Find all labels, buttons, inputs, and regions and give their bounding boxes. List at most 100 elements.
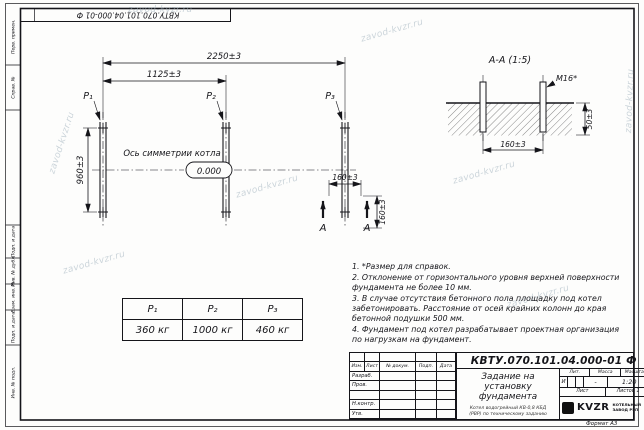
tb-col-izm: Изм.	[350, 362, 365, 372]
note-2: 2. Отклонение от горизонтального уровня …	[352, 272, 620, 292]
lit-value: И	[560, 377, 568, 388]
tb-cell	[416, 381, 437, 391]
tb-cell	[416, 371, 437, 382]
mass-header: Масса	[590, 369, 621, 377]
dim-spacing-label: 160±3	[500, 140, 526, 149]
section-view	[446, 75, 590, 154]
sheets-cell: Листов 1	[605, 388, 644, 397]
plan-view	[83, 57, 382, 229]
note-4: 4. Фундамент под котел разрабатывает про…	[352, 324, 620, 344]
dim-height-label: 960±3	[76, 156, 86, 185]
sheets-value: 1	[636, 389, 640, 395]
note-1: 1. *Размер для справок.	[352, 262, 451, 271]
tb-cell	[416, 390, 437, 401]
load-p3-label: Р₃	[325, 91, 335, 102]
stamp-doc-number: КВТУ.070.101.04.000-01 Ф	[76, 10, 179, 19]
tb-cell	[416, 400, 437, 410]
anchor-bolt-cross-marks	[98, 123, 350, 217]
company-cell: KVZR КОТЕЛЬНЫЙ ЗАВОД РЭП	[560, 397, 644, 420]
tb-row-prov: Пров.	[350, 381, 380, 391]
tb-row-nkontr: Н.контр.	[350, 400, 380, 410]
title-block-main: КВТУ.070.101.04.000-01 Ф Задание на уста…	[457, 353, 644, 419]
drawing-title: Задание на установку фундамента	[478, 372, 538, 403]
dim-bolt-y-label: 160±3	[378, 199, 387, 225]
note-3: 3. В случае отсутствия бетонного пола пл…	[352, 293, 607, 323]
title-block-revision-grid: Изм. Лист № докум. Подп. Дата Разраб. Пр…	[350, 353, 457, 419]
load-table-value-row: 360 кг 1000 кг 460 кг	[122, 319, 303, 341]
level-mark-label: 0.000	[197, 167, 221, 177]
section-title: А-А (1:5)	[488, 55, 531, 66]
extension-lines	[83, 57, 382, 229]
margin-label-podp2: Подп. и дата	[11, 312, 17, 343]
tb-cell	[365, 353, 380, 363]
scale-header: Масштаб	[620, 369, 644, 377]
margin-label-inv-podl: Инв. № подл.	[11, 367, 17, 399]
section-cut-marks	[320, 200, 370, 218]
tb-cell	[380, 381, 416, 391]
margin-label-vzam: Взам. инв. №	[11, 281, 17, 312]
tb-row-razrab: Разраб.	[350, 371, 380, 382]
sheet-label: Лист	[560, 388, 606, 397]
load-table-value-p2: 1000 кг	[182, 319, 243, 341]
title-block: Изм. Лист № докум. Подп. Дата Разраб. Пр…	[349, 352, 644, 420]
tb-cell	[416, 409, 437, 419]
tb-col-data: Дата	[437, 362, 456, 372]
cut-letter-right: А	[363, 223, 371, 234]
margin-label-sprav: Справ. №	[11, 76, 17, 99]
load-table-header-p2: Р₂	[182, 298, 243, 320]
margin-label-perv: Перв. примен.	[11, 19, 17, 54]
title-block-name-cell: Задание на установку фундамента Котел во…	[457, 369, 560, 419]
company-name: КОТЕЛЬНЫЙ ЗАВОД РЭП	[612, 401, 641, 412]
soil-hatch-area	[448, 103, 572, 136]
tb-cell	[416, 353, 437, 363]
tb-cell	[350, 353, 365, 363]
bolt-label-leader	[546, 80, 556, 88]
sheet-frame	[5, 3, 639, 427]
tb-cell	[437, 371, 456, 382]
load-table-value-p3: 460 кг	[242, 319, 303, 341]
load-table-header-p1: Р₁	[122, 298, 183, 320]
bolt-size-label: М16*	[556, 74, 577, 83]
margin-label-podp1: Подп. и дата	[11, 226, 17, 257]
tb-row-utv: Утв.	[350, 409, 380, 419]
tb-cell	[437, 409, 456, 419]
title-block-doc-number: КВТУ.070.101.04.000-01 Ф	[457, 353, 644, 369]
sheets-label: Листов	[616, 389, 635, 395]
dim-half-label: 1125±3	[147, 70, 181, 80]
load-leader-lines	[93, 100, 343, 121]
technical-notes: 1. *Размер для справок. 2. Отклонение от…	[352, 262, 630, 346]
load-table-header-row: Р₁ Р₂ Р₃	[122, 298, 303, 320]
margin-label-inv-dubl: Инв. № дубл.	[11, 255, 17, 286]
format-label: Формат А3	[586, 421, 618, 427]
section-labels: А-А (1:5) М16* 50±3 160±3	[488, 55, 594, 149]
kvzr-logo-icon	[562, 401, 574, 414]
lit-header: Лит.	[560, 369, 591, 377]
tb-col-podp: Подп.	[416, 362, 437, 372]
tb-cell	[437, 390, 456, 401]
tb-cell	[380, 371, 416, 382]
lit-cell	[576, 377, 584, 388]
company-logo-text: KVZR	[577, 402, 610, 414]
dimension-lines	[85, 60, 380, 229]
dim-bolt-x-label: 160±3	[332, 173, 358, 182]
tb-cell	[380, 409, 416, 419]
tb-cell	[437, 353, 456, 363]
title-block-side: Лит. Масса Масштаб И - 1:20 Лист	[560, 369, 644, 419]
load-p2-label: Р₂	[206, 91, 216, 102]
dim-depth-label: 50±3	[585, 108, 594, 129]
section-dimension-lines	[482, 102, 588, 153]
tb-cell	[380, 353, 416, 363]
tb-cell	[350, 390, 380, 401]
load-table: Р₁ Р₂ Р₃ 360 кг 1000 кг 460 кг	[122, 298, 303, 341]
scale-value: 1:20	[608, 377, 644, 388]
drawing-subtitle: Котел водогрейный КВ-0,8 КБД (РВР) по те…	[469, 406, 547, 417]
load-table-value-p1: 360 кг	[122, 319, 183, 341]
level-mark-frame	[185, 161, 233, 179]
mass-value: -	[584, 377, 608, 388]
anchor-bolts	[479, 81, 547, 133]
tb-col-doc: № докум.	[380, 362, 416, 372]
tb-cell	[380, 390, 416, 401]
dim-width-label: 2250±3	[207, 52, 241, 62]
